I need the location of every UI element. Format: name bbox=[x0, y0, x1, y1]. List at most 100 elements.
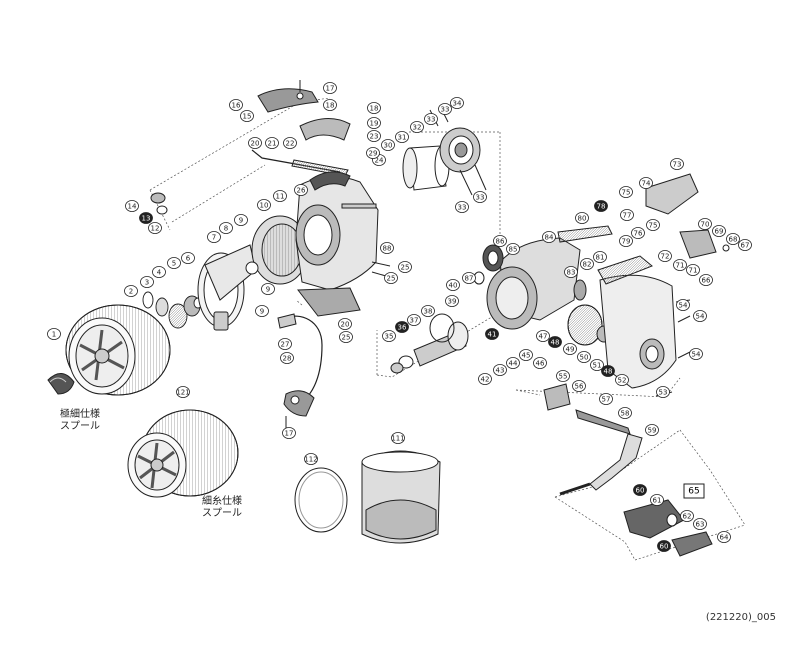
svg-text:25: 25 bbox=[342, 334, 351, 342]
callout-9: 9 bbox=[234, 214, 248, 226]
callout-10: 10 bbox=[257, 199, 271, 211]
callout-64: 64 bbox=[717, 531, 731, 543]
callout-3: 3 bbox=[140, 276, 154, 288]
callout-77: 77 bbox=[620, 209, 634, 221]
svg-text:84: 84 bbox=[545, 234, 554, 242]
callout-49: 49 bbox=[563, 343, 577, 355]
svg-text:18: 18 bbox=[326, 102, 335, 110]
svg-text:12: 12 bbox=[151, 225, 160, 233]
callout-59: 59 bbox=[645, 424, 659, 436]
svg-text:3: 3 bbox=[145, 279, 149, 287]
callout-46: 46 bbox=[533, 357, 547, 369]
svg-text:56: 56 bbox=[575, 383, 584, 391]
svg-text:18: 18 bbox=[370, 105, 379, 113]
svg-text:76: 76 bbox=[634, 230, 643, 238]
svg-text:33: 33 bbox=[441, 106, 450, 114]
svg-text:36: 36 bbox=[398, 324, 407, 332]
callout-23: 23 bbox=[367, 130, 381, 142]
svg-text:72: 72 bbox=[661, 253, 670, 261]
svg-text:37: 37 bbox=[410, 317, 419, 325]
svg-text:6: 6 bbox=[186, 255, 191, 263]
gearbox-body bbox=[390, 225, 613, 374]
callout-33: 33 bbox=[424, 113, 438, 125]
callout-21: 21 bbox=[265, 137, 279, 149]
svg-text:63: 63 bbox=[696, 521, 705, 529]
callout-71: 71 bbox=[686, 264, 700, 276]
svg-text:60: 60 bbox=[660, 543, 669, 551]
callout-73: 73 bbox=[670, 158, 684, 170]
svg-text:29: 29 bbox=[369, 150, 378, 158]
svg-text:71: 71 bbox=[676, 262, 685, 270]
svg-text:49: 49 bbox=[566, 346, 575, 354]
callout-20: 20 bbox=[338, 318, 352, 330]
svg-text:62: 62 bbox=[683, 513, 692, 521]
svg-text:111: 111 bbox=[391, 435, 404, 443]
svg-text:73: 73 bbox=[673, 161, 682, 169]
svg-text:58: 58 bbox=[621, 410, 630, 418]
callout-20: 20 bbox=[248, 137, 262, 149]
svg-text:7: 7 bbox=[212, 234, 216, 242]
callout-34: 34 bbox=[450, 97, 464, 109]
svg-text:46: 46 bbox=[536, 360, 545, 368]
stopper-lever bbox=[645, 173, 730, 259]
svg-text:52: 52 bbox=[618, 377, 627, 385]
svg-text:8: 8 bbox=[224, 225, 228, 233]
svg-text:9: 9 bbox=[266, 286, 270, 294]
rotor-assembly bbox=[197, 215, 309, 331]
callout-84: 84 bbox=[542, 231, 556, 243]
svg-text:67: 67 bbox=[741, 242, 750, 250]
svg-text:69: 69 bbox=[715, 228, 724, 236]
callout-54: 54 bbox=[689, 348, 703, 360]
svg-text:54: 54 bbox=[696, 313, 705, 321]
svg-text:21: 21 bbox=[268, 140, 277, 148]
callout-80: 80 bbox=[575, 212, 589, 224]
callout-121: 121 bbox=[176, 386, 190, 398]
svg-text:17: 17 bbox=[326, 85, 335, 93]
callout-9: 9 bbox=[255, 305, 269, 317]
callout-12: 12 bbox=[148, 222, 162, 234]
callout-53: 53 bbox=[656, 386, 670, 398]
svg-text:87: 87 bbox=[465, 275, 474, 283]
svg-text:61: 61 bbox=[653, 497, 662, 505]
callout-45: 45 bbox=[519, 349, 533, 361]
callout-85: 85 bbox=[506, 243, 520, 255]
svg-text:39: 39 bbox=[448, 298, 457, 306]
svg-text:33: 33 bbox=[458, 204, 467, 212]
svg-text:40: 40 bbox=[449, 282, 458, 290]
callout-111: 111 bbox=[391, 432, 405, 444]
callout-61: 61 bbox=[650, 494, 664, 506]
callout-74: 74 bbox=[639, 177, 653, 189]
svg-text:53: 53 bbox=[659, 389, 668, 397]
callout-41: 41 bbox=[485, 328, 499, 340]
callout-48: 48 bbox=[601, 365, 615, 377]
handle-assembly bbox=[543, 383, 713, 557]
svg-text:88: 88 bbox=[383, 245, 392, 253]
callout-47: 47 bbox=[536, 330, 550, 342]
one-way-clutch bbox=[402, 127, 481, 191]
callout-67: 67 bbox=[738, 239, 752, 251]
callout-86: 86 bbox=[493, 235, 507, 247]
callout-17: 17 bbox=[323, 82, 337, 94]
callout-57: 57 bbox=[599, 393, 613, 405]
svg-text:34: 34 bbox=[453, 100, 462, 108]
svg-text:23: 23 bbox=[370, 133, 379, 141]
svg-text:121: 121 bbox=[176, 389, 189, 397]
callout-56: 56 bbox=[572, 380, 586, 392]
callout-8: 8 bbox=[219, 222, 233, 234]
callout-112: 112 bbox=[304, 453, 318, 465]
callout-75: 75 bbox=[646, 219, 660, 231]
svg-text:48: 48 bbox=[551, 339, 560, 347]
svg-text:5: 5 bbox=[172, 260, 176, 268]
svg-text:66: 66 bbox=[702, 277, 711, 285]
callout-7: 7 bbox=[207, 231, 221, 243]
callout-68: 68 bbox=[726, 233, 740, 245]
callout-82: 82 bbox=[580, 258, 594, 270]
svg-text:82: 82 bbox=[583, 261, 592, 269]
callout-55: 55 bbox=[556, 370, 570, 382]
svg-text:16: 16 bbox=[232, 102, 241, 110]
callout-81: 81 bbox=[593, 251, 607, 263]
svg-text:86: 86 bbox=[496, 238, 505, 246]
svg-text:14: 14 bbox=[128, 203, 137, 211]
callout-13: 13 bbox=[139, 212, 153, 224]
